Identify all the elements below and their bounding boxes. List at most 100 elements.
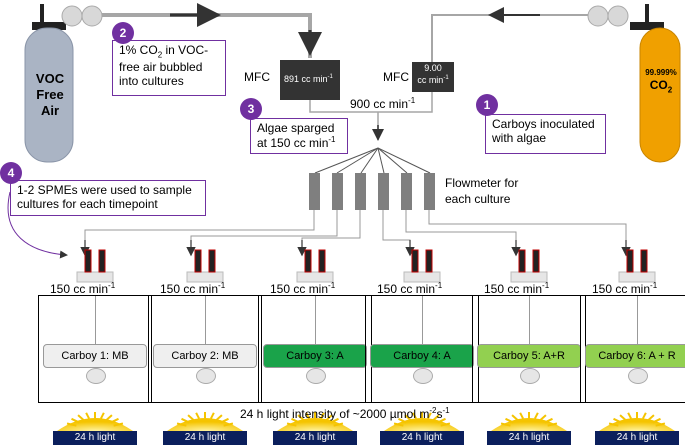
carboy-5-flow-rate: 150 cc min-1	[484, 281, 549, 296]
carboy-flow-rate-text: 150 cc min	[270, 282, 329, 296]
lamp-ray	[619, 414, 627, 421]
carboy-4-label: Carboy 4: A	[370, 344, 474, 368]
mfc-left-value-text: 891 cc min	[284, 74, 328, 84]
lamp-5-label: 24 h light	[487, 431, 571, 445]
carboy-flow-rate-exp: -1	[650, 281, 658, 290]
lamp-3-label: 24 h light	[273, 431, 357, 445]
lamp-ray	[71, 417, 80, 424]
carboy-flow-rate-text: 150 cc min	[592, 282, 651, 296]
carboy-1-stopper	[76, 271, 114, 283]
carboy-4-stopper	[403, 271, 441, 283]
lamp-ray	[330, 417, 339, 424]
carboy-flow-rate-exp: -1	[218, 281, 226, 290]
spme-holder-2	[640, 249, 648, 273]
step-4-line-1: 1-2 SPMEs were used to sample	[17, 183, 192, 197]
co2-gas-line	[431, 14, 588, 62]
sparger-stone	[86, 368, 106, 384]
lamp-ray	[534, 412, 539, 419]
step-2-line-1: 1% CO2 in VOC-	[119, 43, 219, 60]
carboy-3-label: Carboy 3: A	[263, 344, 367, 368]
air-tank-label-3: Air	[40, 103, 60, 118]
spme-holder-2	[98, 249, 106, 273]
mfc-left-value-exp: -1	[327, 74, 333, 80]
lamps	[57, 412, 675, 431]
carboy-flow-rate-exp: -1	[108, 281, 116, 290]
step-3-badge: 3	[240, 98, 262, 120]
mfc-right-value-2: cc min-1	[412, 75, 454, 85]
lamp-ray	[110, 417, 119, 424]
light-intensity-mid: s	[436, 407, 443, 421]
lamp-ray	[333, 422, 344, 427]
flowmeter-label-2: each culture	[445, 192, 511, 206]
lamp-6-label: 24 h light	[595, 431, 679, 445]
step-2-line-2: free air bubbled	[119, 59, 203, 74]
lamp-ray	[393, 422, 404, 427]
step-4-line-2: cultures for each timepoint	[17, 197, 158, 212]
co2-label: CO2	[642, 78, 680, 95]
lamp-ray	[100, 412, 105, 419]
step-3-rate-exp: -1	[328, 135, 336, 145]
lamp-ray	[655, 422, 666, 427]
lamp-ray	[398, 417, 407, 424]
carboy-5-stopper	[510, 271, 548, 283]
carboy-4-flow-rate: 150 cc min-1	[377, 281, 442, 296]
total-flow-text: 900 cc min	[350, 97, 409, 111]
air-tank-label-2: Free	[36, 87, 64, 102]
step-1-line-2: with algae	[492, 131, 547, 146]
carboy-5: Carboy 5: A+R	[472, 295, 586, 403]
lamp-ray	[223, 422, 234, 427]
mfc-box-air	[280, 60, 340, 100]
carboy-1-flow-rate: 150 cc min-1	[50, 281, 115, 296]
step-2-line-3: into cultures	[119, 74, 184, 89]
mfc-right-value-1: 9.00	[424, 63, 442, 73]
step-4-box: 1-2 SPMEs were used to sample cultures f…	[10, 180, 206, 216]
co2-tank	[587, 4, 681, 163]
carboy-3-stopper	[296, 271, 334, 283]
carboy-flow-rate-text: 150 cc min	[160, 282, 219, 296]
lamp-ray	[519, 412, 524, 419]
total-flow-exp: -1	[408, 96, 416, 105]
step-3-box: Algae sparged at 150 cc min-1	[250, 118, 348, 154]
carboy-flow-rate-text: 150 cc min	[50, 282, 109, 296]
sparger-tube	[637, 296, 638, 364]
carboy-6-flow-rate: 150 cc min-1	[592, 281, 657, 296]
carboy-1-label: Carboy 1: MB	[43, 344, 147, 368]
total-flow-label: 900 cc min-1	[350, 96, 415, 112]
sparger-tube	[315, 296, 316, 364]
spme-holder-2	[208, 249, 216, 273]
step-1-box: Carboys inoculated with algae	[485, 114, 606, 154]
step-3-line-1: Algae sparged	[257, 121, 335, 135]
carboy-flow-rate-text: 150 cc min	[484, 282, 543, 296]
co2-label-text: CO	[649, 78, 668, 92]
lamp-ray	[539, 414, 547, 421]
lamp-ray	[66, 422, 77, 427]
lamp-ray	[647, 414, 655, 421]
flowmeter-label-1: Flowmeter for	[445, 176, 519, 190]
lamp-ray	[220, 417, 229, 424]
carboy-3-flow-rate: 150 cc min-1	[270, 281, 335, 296]
lamp-ray	[505, 417, 514, 424]
flowmeters	[309, 173, 435, 210]
carboy-6: Carboy 6: A + R	[580, 295, 685, 403]
carboy-fittings	[76, 249, 656, 283]
lamp-ray	[181, 417, 190, 424]
light-intensity-exp-2: -1	[442, 406, 450, 415]
lamp-ray	[325, 414, 333, 421]
carboy-flow-rate-text: 150 cc min	[377, 282, 436, 296]
lamp-ray	[613, 417, 622, 424]
carboy-flow-rate-exp: -1	[435, 281, 443, 290]
lamp-ray	[500, 422, 511, 427]
mfc-left-value: 891 cc min-1	[284, 74, 333, 84]
spme-holder-1	[411, 249, 419, 273]
lamp-ray	[627, 412, 632, 419]
mfc-box-co2	[412, 62, 454, 92]
lamp-ray	[440, 422, 451, 427]
mfc-right-value-exp: -1	[443, 75, 449, 81]
step-2-co2-text: 1% CO	[119, 43, 158, 57]
co2-label-sub: 2	[667, 85, 673, 95]
light-intensity-label: 24 h light intensity of ~2000 µmol m-2s-…	[240, 406, 450, 422]
sparger-tube	[529, 296, 530, 364]
lamp-ray	[547, 422, 558, 427]
lamp-ray	[320, 412, 325, 419]
lamp-1-label: 24 h light	[53, 431, 137, 445]
